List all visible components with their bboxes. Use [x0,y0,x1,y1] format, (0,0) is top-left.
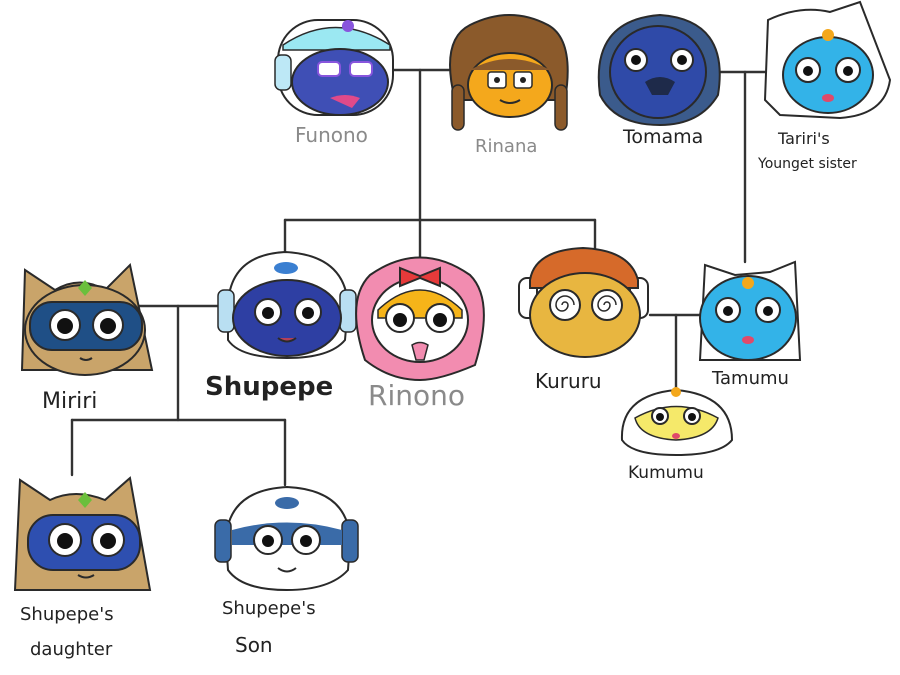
member-rinono: Rinono [355,256,485,412]
tomama-face-icon [597,13,721,127]
rinono-label: Rinono [368,379,465,412]
member-tariri-sister: Tariri's Younget sister [757,0,892,172]
daughter-label-line2: daughter [30,639,113,660]
member-tamumu: Tamumu [698,260,802,389]
tamumu-face-icon [698,260,802,361]
member-shupepe-daughter: Shupepe's daughter [13,476,152,660]
connector-lines [70,68,774,487]
kumumu-label: Kumumu [628,463,704,483]
tariri-sister-label-line2: Younget sister [757,156,857,172]
kururu-label: Kururu [535,369,602,393]
shupepe-face-icon [217,250,357,360]
tomama-label: Tomama [622,126,703,148]
miriri-face-icon [20,262,154,376]
member-funono: Funono [274,19,394,147]
funono-face-icon [274,19,394,116]
tariri-sister-face-icon [763,0,892,120]
shupepe-son-face-icon [214,485,359,592]
rinono-face-icon [355,256,485,382]
tariri-sister-label-line1: Tariri's [777,129,830,148]
kumumu-face-icon [620,387,734,457]
member-miriri: Miriri [20,262,154,414]
member-kururu: Kururu [518,246,649,393]
member-kumumu: Kumumu [620,387,734,483]
son-label-line1: Shupepe's [222,598,316,619]
son-label-line2: Son [235,633,273,657]
shupepe-label: Shupepe [205,372,333,402]
member-rinana: Rinana [449,14,569,157]
member-tomama: Tomama [597,13,721,148]
funono-label: Funono [295,123,368,147]
daughter-label-line1: Shupepe's [20,604,114,625]
tamumu-label: Tamumu [711,368,789,389]
miriri-label: Miriri [42,389,97,414]
shupepe-daughter-face-icon [13,476,152,591]
kururu-face-icon [518,246,649,358]
rinana-label: Rinana [475,136,537,157]
rinana-face-icon [449,14,569,131]
member-shupepe-son: Shupepe's Son [214,485,359,657]
member-shupepe: Shupepe [205,250,357,402]
